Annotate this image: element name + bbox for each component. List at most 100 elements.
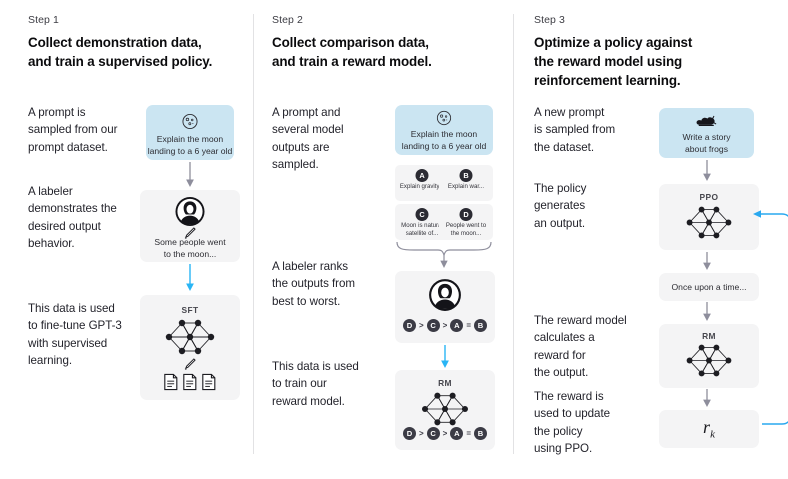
rank-op-1: > [418, 321, 424, 330]
ranking-row: D > C > A = B [395, 427, 495, 440]
step-3-paragraph-4: The reward is used to update the policy … [534, 390, 611, 456]
column-divider-2 [513, 14, 514, 454]
option-badge-c: C [415, 208, 429, 221]
pencil-icon [183, 357, 197, 371]
step-3-label: Step 3 [534, 14, 565, 26]
neural-network-icon [682, 342, 736, 379]
rank-op-3: = [466, 429, 471, 438]
arrow-down-blue-1 [183, 264, 197, 292]
option-text-b: Explain war... [447, 183, 485, 190]
arrow-down-gray-3 [700, 252, 714, 271]
labeler-demo-card[interactable]: Some people went to the moon... [140, 190, 240, 262]
moon-icon [182, 113, 199, 130]
document-icon [183, 373, 197, 391]
step-1-paragraph-1: A prompt is sampled from our prompt data… [28, 106, 118, 154]
sft-caption: SFT [181, 305, 199, 315]
new-prompt-card[interactable]: Write a story about frogs [659, 108, 754, 158]
step-2-label: Step 2 [272, 14, 303, 26]
feedback-loop-arrow [750, 208, 788, 430]
option-text-a: Explain gravity... [399, 183, 445, 190]
reward-value: rk [659, 417, 759, 441]
option-text-c: Moon is natural satellite of... [401, 222, 443, 237]
option-badge-b: B [459, 169, 473, 182]
arrow-down-gray-2 [700, 160, 714, 182]
neural-network-icon [161, 317, 219, 357]
step-1-title-line-1: Collect demonstration data, [28, 35, 202, 50]
moon-icon [436, 110, 452, 126]
rank-badge-3: A [450, 427, 464, 440]
labeler-ranking-card[interactable]: D > C > A = B [395, 271, 495, 343]
reward-model-card[interactable]: RM [395, 370, 495, 450]
rank-op-3: = [466, 321, 471, 330]
step-2-paragraph-1: A prompt and several model outputs are s… [272, 106, 344, 172]
step-3-title: Optimize a policy against the reward mod… [534, 33, 774, 90]
step-2-title: Collect comparison data, and train a rew… [272, 33, 502, 71]
rank-badge-2: C [426, 427, 440, 440]
prompt-card[interactable]: Explain the moon landing to a 6 year old [395, 105, 493, 155]
sft-model-card[interactable]: SFT [140, 295, 240, 400]
step-3-paragraph-1: A new prompt is sampled from the dataset… [534, 106, 616, 154]
new-prompt-text: Write a story about frogs [682, 132, 731, 154]
step-1-paragraph-2: A labeler demonstrates the desired outpu… [28, 185, 117, 251]
merge-brace-arrow [394, 241, 494, 269]
column-divider-1 [253, 14, 254, 454]
option-badge-d: D [459, 208, 473, 221]
step-1-column: Step 1 Collect demonstration data, and t… [0, 0, 254, 479]
ppo-policy-card[interactable]: PPO [659, 184, 759, 250]
step-2-title-line-2: and train a reward model. [272, 54, 432, 69]
step-2-title-line-1: Collect comparison data, [272, 35, 429, 50]
labeler-demo-text: Some people went to the moon... [154, 237, 226, 259]
rm-caption: RM [702, 331, 716, 341]
neural-network-icon [682, 204, 736, 241]
rank-op-2: > [442, 321, 448, 330]
option-card-b[interactable]: B Explain war... [439, 165, 493, 201]
prompt-card-text: Explain the moon landing to a 6 year old [147, 134, 233, 156]
reward-symbol: r [703, 417, 711, 437]
pencil-icon [183, 226, 197, 240]
step-1-title: Collect demonstration data, and train a … [28, 33, 243, 71]
labeler-avatar-icon [428, 278, 462, 312]
prompt-card[interactable]: Explain the moon landing to a 6 year old [146, 105, 234, 160]
step-2-column: Step 2 Collect comparison data, and trai… [254, 0, 514, 479]
documents-icon-group [164, 373, 217, 391]
arrow-down-gray-1 [183, 162, 197, 188]
option-card-d[interactable]: D People went to the moon... [439, 204, 493, 240]
reward-value-card[interactable]: rk [659, 410, 759, 448]
reward-model-card[interactable]: RM [659, 324, 759, 388]
step-1-label: Step 1 [28, 14, 59, 26]
option-text-d: People went to the moon... [445, 222, 487, 237]
ranking-row: D > C > A = B [395, 319, 495, 332]
policy-output-card[interactable]: Once upon a time... [659, 273, 759, 301]
neural-network-icon [417, 390, 473, 428]
reward-subscript: k [710, 428, 715, 441]
prompt-card-text: Explain the moon landing to a 6 year old [401, 129, 487, 151]
arrow-down-blue-2 [438, 345, 452, 369]
policy-output-text: Once upon a time... [671, 282, 747, 292]
option-badge-a: A [415, 169, 429, 182]
step-3-title-line-1: Optimize a policy against [534, 35, 693, 50]
arrow-down-gray-5 [700, 389, 714, 408]
step-3-paragraph-3: The reward model calculates a reward for… [534, 314, 627, 380]
rank-badge-2: C [426, 319, 440, 332]
step-3-title-line-3: reinforcement learning. [534, 73, 681, 88]
arrow-down-gray-4 [700, 302, 714, 322]
rank-op-1: > [418, 429, 424, 438]
step-2-paragraph-2: A labeler ranks the outputs from best to… [272, 260, 355, 308]
ppo-caption: PPO [699, 192, 719, 202]
rank-op-2: > [442, 429, 448, 438]
rm-caption: RM [438, 378, 452, 388]
step-3-paragraph-2: The policy generates an output. [534, 182, 587, 230]
step-1-paragraph-3: This data is used to fine-tune GPT-3 wit… [28, 302, 122, 368]
labeler-avatar-icon [175, 196, 206, 227]
frog-icon [696, 113, 718, 128]
step-3-column: Step 3 Optimize a policy against the rew… [514, 0, 788, 479]
step-1-title-line-2: and train a supervised policy. [28, 54, 213, 69]
step-2-paragraph-3: This data is used to train our reward mo… [272, 360, 359, 408]
rank-badge-1: D [402, 319, 416, 332]
document-icon [202, 373, 216, 391]
rank-badge-1: D [402, 427, 416, 440]
rank-badge-4: B [474, 319, 487, 332]
rank-badge-4: B [474, 427, 487, 440]
step-3-title-line-2: the reward model using [534, 54, 683, 69]
